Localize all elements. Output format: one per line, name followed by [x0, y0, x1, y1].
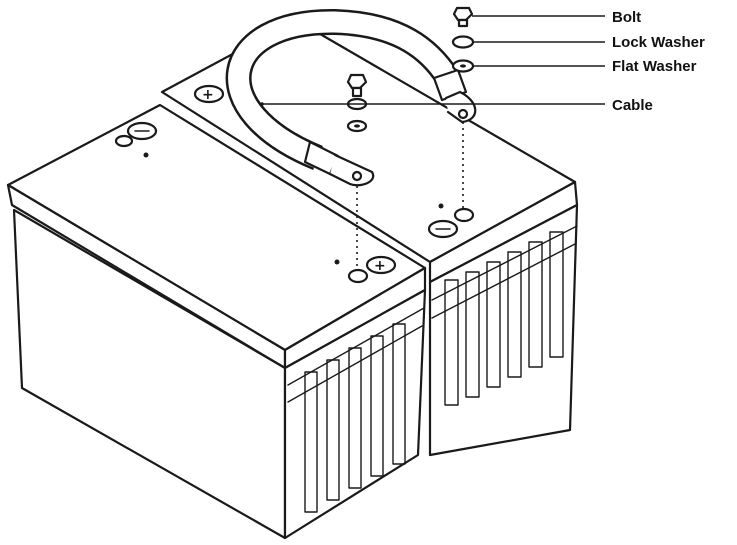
hardware-stack-right	[451, 6, 475, 73]
lock-washer-icon	[451, 35, 475, 49]
battery-left-positive-terminal: +	[334, 255, 397, 284]
label-bolt: Bolt	[612, 9, 641, 26]
hardware-stack-left	[346, 73, 368, 133]
bolt-icon	[452, 6, 474, 28]
battery-right-negative-terminal	[427, 203, 475, 239]
cable-lug-left	[303, 140, 375, 187]
battery-left: +	[6, 103, 427, 540]
battery-right-positive-terminal: +	[193, 84, 225, 104]
svg-text:+: +	[202, 87, 214, 103]
cable	[225, 8, 477, 187]
battery-left-negative-terminal	[114, 121, 158, 158]
label-cable: Cable	[612, 97, 653, 114]
battery-left-side	[283, 288, 427, 540]
flat-washer-icon	[451, 59, 475, 73]
battery-right-side	[428, 203, 579, 457]
label-flat-washer: Flat Washer	[612, 58, 697, 75]
battery-right-ribs	[444, 231, 564, 406]
flat-washer-icon	[346, 119, 368, 133]
svg-text:+: +	[374, 258, 386, 274]
battery-right: +	[160, 18, 579, 457]
label-lock-washer: Lock Washer	[612, 34, 705, 51]
bolt-icon	[346, 73, 368, 98]
cable-lug-right	[432, 68, 477, 124]
